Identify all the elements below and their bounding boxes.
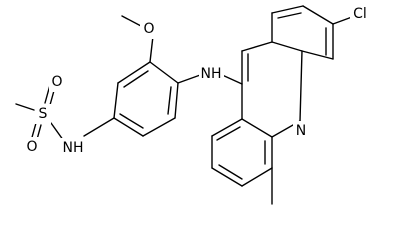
bond-low-3-inner — [218, 164, 243, 180]
bond-o-ring — [149, 35, 154, 63]
bond-ring1-nh — [177, 73, 204, 84]
molecule-structure: O NH Cl O O S NH N — [15, 4, 370, 205]
bond-ring1-c — [142, 117, 176, 137]
atom-o-sulfonyl-bottom: O — [24, 137, 40, 157]
atom-label: N — [296, 123, 306, 139]
atom-label: Cl — [353, 6, 367, 22]
bond-low-4 — [241, 167, 273, 187]
bond-c-cl — [332, 16, 353, 25]
atom-label: O — [143, 21, 154, 37]
atom-o-sulfonyl-top: O — [49, 72, 65, 92]
bond-ring1-d — [113, 117, 144, 137]
bond-low-1-inner — [216, 126, 241, 141]
bond-up-2 — [271, 5, 304, 14]
bond-ring1-d-inner — [119, 113, 144, 129]
bond-s-methyl — [15, 103, 35, 111]
bond-methyl-o — [121, 15, 142, 27]
atom-label: O — [51, 74, 62, 90]
bond-ring1-e — [113, 82, 119, 119]
atom-n-ring: N — [293, 121, 310, 141]
bond-up-2-inner — [277, 12, 302, 19]
atom-nh-sulfonamide: NH — [61, 138, 86, 158]
atom-label: S — [39, 106, 48, 122]
bond-ring1-b — [174, 82, 179, 119]
atom-cl: Cl — [350, 4, 370, 24]
bond-low-1 — [211, 118, 243, 137]
atom-s-sulfonyl: S — [35, 104, 51, 124]
atom-o-methoxy: O — [140, 19, 158, 39]
atom-label: NH — [201, 66, 222, 82]
atom-label: O — [26, 139, 37, 155]
bond-up-5 — [301, 50, 334, 60]
bond-ring1-nh-sulfonamide — [83, 117, 115, 137]
bond-ring1-f-inner — [123, 70, 149, 88]
bond-c4a-c10a — [271, 41, 303, 52]
bond-up-3 — [302, 5, 334, 25]
atom-nh-amine: NH — [199, 64, 224, 84]
molecule-canvas: O NH Cl O O S NH N — [15, 4, 370, 205]
atom-label: NH — [63, 140, 84, 156]
bond-c8a-c9b — [241, 118, 273, 138]
bond-low-3 — [211, 167, 243, 187]
bond-ring1-a — [149, 61, 179, 84]
bond-c10a-n — [299, 50, 303, 122]
bond-ring1-b-inner — [167, 86, 172, 115]
bond-c9a-c4a — [241, 41, 273, 52]
bond-ring1-f — [117, 61, 151, 84]
